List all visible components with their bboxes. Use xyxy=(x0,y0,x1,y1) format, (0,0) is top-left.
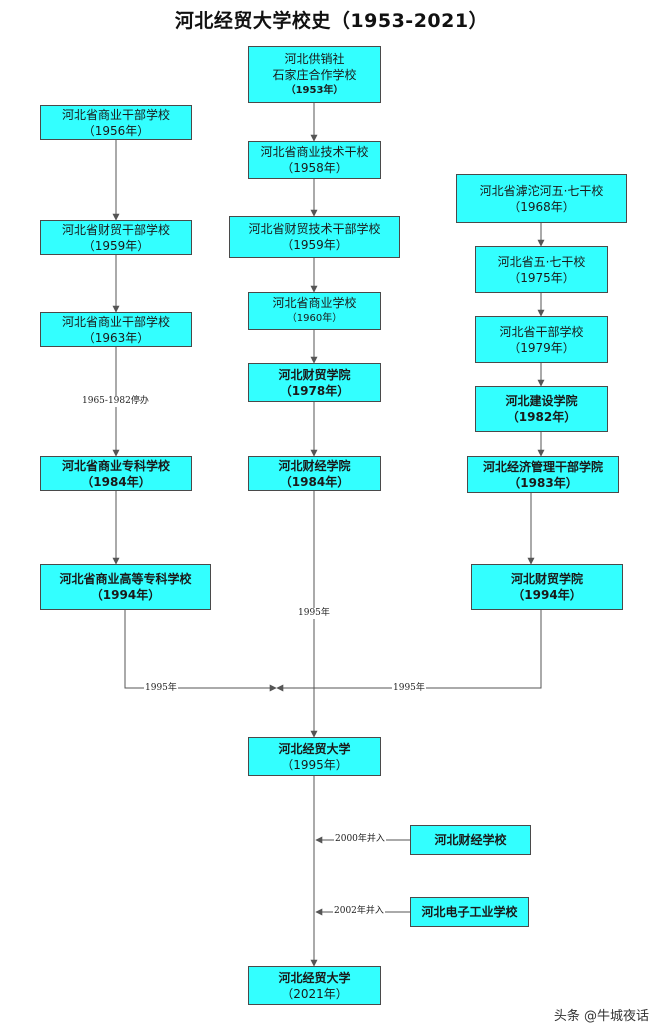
node-cadre-school-1979: 河北省干部学校 （1979年） xyxy=(475,316,608,363)
node-year: （1979年） xyxy=(508,340,575,355)
node-name: 河北省商业干部学校 xyxy=(61,314,170,329)
node-finance-trade-cadre-school-1959: 河北省财贸干部学校 （1959年） xyxy=(40,220,192,255)
node-year: （1983年） xyxy=(508,475,578,490)
node-year: （1953年） xyxy=(285,84,344,96)
node-name: 河北省商业技术干校 xyxy=(260,145,369,159)
node-year: （1982年） xyxy=(506,410,577,424)
node-hebei-cooperative-school-1953: 河北供销社 石家庄合作学校 （1953年） xyxy=(248,46,381,103)
node-university-2021: 河北经贸大学 （2021年） xyxy=(248,966,381,1005)
node-commerce-college-1984: 河北省商业专科学校 （1984年） xyxy=(40,456,192,491)
node-name: 河北财经学校 xyxy=(434,833,507,847)
label-merged-2002: 2002年并入 xyxy=(333,906,385,917)
node-name: 河北供销社 石家庄合作学校 xyxy=(272,51,357,82)
node-name: 河北财经学院 xyxy=(278,458,351,473)
node-year: （1978年） xyxy=(279,383,350,398)
label-merged-2000: 2000年并入 xyxy=(334,834,386,845)
node-commerce-tech-cadre-school-1958: 河北省商业技术干校 （1958年） xyxy=(248,141,381,179)
label-suspended-1965-1982: 1965-1982停办 xyxy=(81,396,150,407)
node-commerce-school-1960: 河北省商业学校 （1960年） xyxy=(248,292,381,330)
node-finance-trade-college-1994: 河北财贸学院 （1994年） xyxy=(471,564,623,610)
label-1995-left: 1995年 xyxy=(144,683,178,694)
node-economic-management-cadre-college-1983: 河北经济管理干部学院 （1983年） xyxy=(467,456,619,493)
node-name: 河北省商业专科学校 xyxy=(61,458,170,473)
node-year: （1956年） xyxy=(82,123,150,138)
node-name: 河北经贸大学 xyxy=(278,741,351,756)
node-name: 河北省财贸技术干部学校 xyxy=(248,222,381,236)
node-finance-trade-tech-cadre-school-1959: 河北省财贸技术干部学校 （1959年） xyxy=(229,216,400,258)
node-year: （1984年） xyxy=(81,474,151,489)
node-year: （1959年） xyxy=(281,238,348,252)
node-year: （1959年） xyxy=(82,238,150,253)
node-year: （1960年） xyxy=(286,313,343,324)
node-name: 河北省商业学校 xyxy=(272,296,357,310)
label-1995-right: 1995年 xyxy=(392,683,426,694)
node-name: 河北建设学院 xyxy=(505,394,578,408)
node-year: （1995年） xyxy=(281,757,348,772)
node-name: 河北省商业干部学校 xyxy=(61,107,170,122)
node-name: 河北省滹沱河五·七干校 xyxy=(479,183,604,198)
node-year: （2021年） xyxy=(281,986,348,1001)
node-name: 河北经济管理干部学院 xyxy=(482,459,603,474)
arrow-gd94-merge xyxy=(124,610,277,692)
node-commerce-cadre-school-1963: 河北省商业干部学校 （1963年） xyxy=(40,312,192,347)
node-may-seventh-cadre-school-1975: 河北省五·七干校 （1975年） xyxy=(475,246,608,293)
node-name: 河北省五·七干校 xyxy=(497,254,586,269)
node-hutuo-river-cadre-school-1968: 河北省滹沱河五·七干校 （1968年） xyxy=(456,174,627,223)
node-finance-trade-college-1978: 河北财贸学院 （1978年） xyxy=(248,363,381,402)
node-year: （1968年） xyxy=(508,199,575,214)
node-year: （1963年） xyxy=(82,330,150,345)
node-finance-economics-school: 河北财经学校 xyxy=(410,825,531,855)
node-university-1995: 河北经贸大学 （1995年） xyxy=(248,737,381,776)
diagram-title: 河北经贸大学校史（1953-2021） xyxy=(174,10,489,32)
node-year: （1984年） xyxy=(279,474,350,489)
node-finance-economics-college-1984: 河北财经学院 （1984年） xyxy=(248,456,381,491)
node-construction-college-1982: 河北建设学院 （1982年） xyxy=(475,386,608,432)
node-name: 河北电子工业学校 xyxy=(421,905,518,919)
node-commerce-higher-college-1994: 河北省商业高等专科学校 （1994年） xyxy=(40,564,211,610)
node-name: 河北省商业高等专科学校 xyxy=(59,572,192,586)
node-year: （1958年） xyxy=(281,161,348,175)
node-commerce-cadre-school-1956: 河北省商业干部学校 （1956年） xyxy=(40,105,192,140)
node-name: 河北财贸学院 xyxy=(278,367,351,382)
node-electronics-industry-school: 河北电子工业学校 xyxy=(410,897,529,927)
node-name: 河北省财贸干部学校 xyxy=(61,222,170,237)
label-1995-middle: 1995年 xyxy=(297,608,331,619)
node-name: 河北财贸学院 xyxy=(510,572,583,586)
arrow-cm94-merge xyxy=(276,610,542,692)
node-year: （1994年） xyxy=(512,588,582,602)
node-year: （1975年） xyxy=(508,270,575,285)
node-name: 河北省干部学校 xyxy=(499,324,584,339)
node-name: 河北经贸大学 xyxy=(278,970,351,985)
watermark: 头条 @牛城夜话 xyxy=(553,1009,649,1024)
node-year: （1994年） xyxy=(90,588,161,602)
